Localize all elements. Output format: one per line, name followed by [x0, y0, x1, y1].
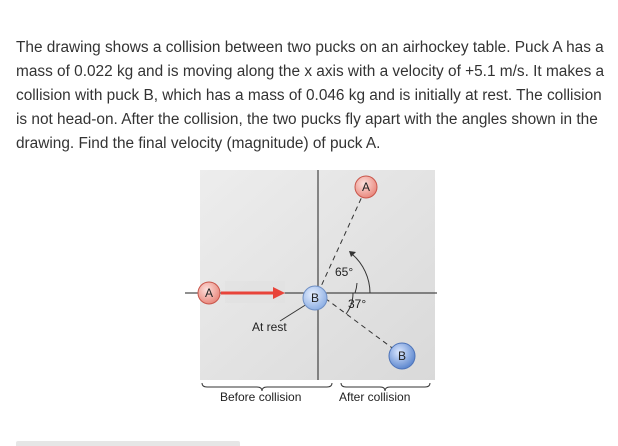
- puck-b-path: [317, 292, 400, 354]
- answer-area-edge: [16, 441, 240, 446]
- puck-a-before: [197, 281, 221, 305]
- angle-arc-65: [351, 253, 371, 294]
- puck-a-after-label: A: [362, 180, 371, 194]
- collision-diagram-svg: [185, 170, 437, 392]
- angle-arc-65-head: [349, 251, 356, 257]
- at-rest-pointer: [279, 303, 308, 322]
- collision-diagram: A B A B 65° 37° At rest Before collision…: [185, 165, 440, 410]
- at-rest-label: At rest: [252, 320, 287, 334]
- before-collision-caption: Before collision: [220, 390, 302, 404]
- before-bracket: [201, 382, 333, 392]
- puck-b-after-label: B: [398, 349, 407, 363]
- puck-b-before: [302, 285, 328, 311]
- angle-arc-37: [345, 292, 354, 315]
- puck-b-label: B: [311, 291, 320, 305]
- velocity-arrow-head: [273, 287, 285, 299]
- angle-65-label: 65°: [335, 265, 354, 279]
- after-collision-caption: After collision: [339, 390, 411, 404]
- angle-arc-37-upper: [354, 282, 358, 294]
- question-text: The drawing shows a collision between tw…: [16, 39, 605, 152]
- puck-a-path: [317, 189, 366, 294]
- puck-a-label: A: [205, 286, 214, 300]
- angle-37-label: 37°: [348, 297, 367, 311]
- puck-b-after: [388, 342, 416, 370]
- after-bracket: [340, 382, 431, 392]
- puck-a-after: [354, 175, 378, 199]
